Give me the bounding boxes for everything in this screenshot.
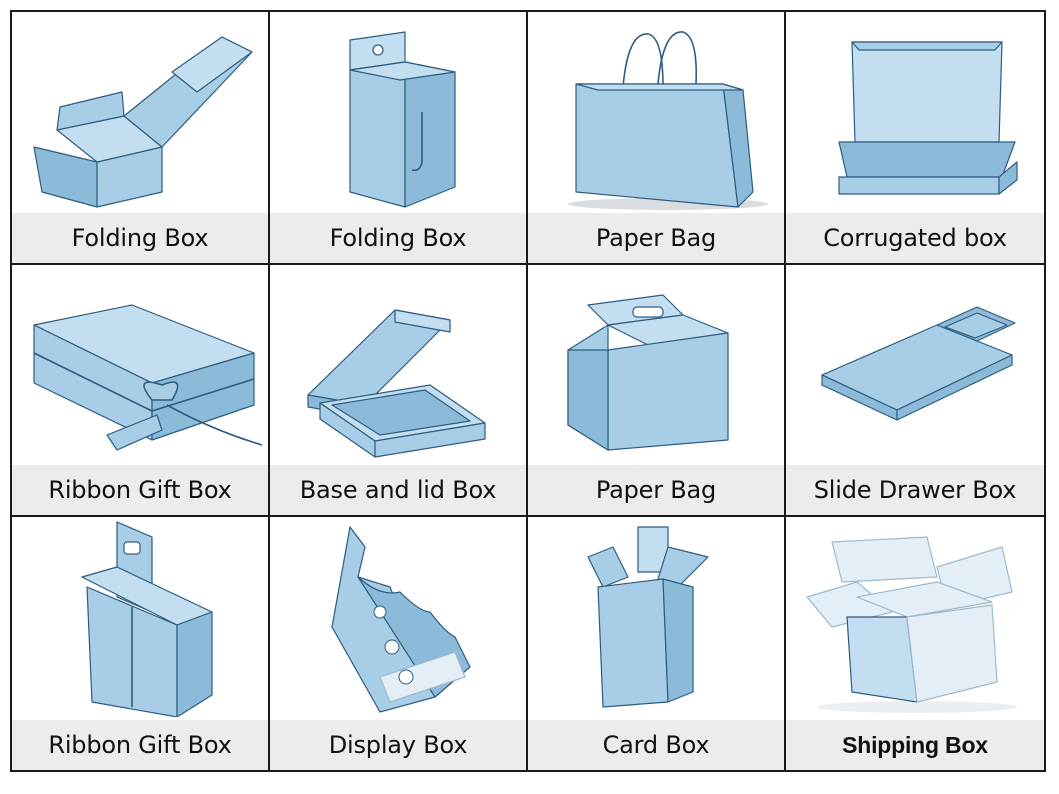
cell-card-box: Card Box <box>528 517 786 770</box>
item-label: Display Box <box>270 720 526 770</box>
packaging-grid: Folding Box Folding Box Paper Bag <box>10 10 1046 772</box>
item-label: Card Box <box>528 720 784 770</box>
cell-ribbon-gift-box-carrier: Ribbon Gift Box <box>12 517 270 770</box>
item-label: Paper Bag <box>528 465 784 516</box>
item-label: Slide Drawer Box <box>786 465 1044 516</box>
cell-folding-box-hanging: Folding Box <box>270 12 528 265</box>
bottle-carrier-box-icon <box>81 521 213 718</box>
cell-display-box: Display Box <box>270 517 528 770</box>
cell-shipping-box: Shipping Box <box>786 517 1044 770</box>
cell-slide-drawer-box: Slide Drawer Box <box>786 264 1044 518</box>
cell-paper-bag-carrier: Paper Bag <box>528 264 786 518</box>
slide-drawer-box-icon <box>821 306 1016 421</box>
cell-folding-box: Folding Box <box>12 12 270 265</box>
item-label: Ribbon Gift Box <box>12 465 268 516</box>
corrugated-mailer-box-icon <box>838 41 1018 195</box>
item-label: Base and lid Box <box>270 465 526 516</box>
shipping-box-icon <box>806 536 1017 714</box>
folding-box-open-icon <box>33 36 253 208</box>
base-and-lid-box-icon <box>307 309 486 458</box>
cell-base-and-lid-box: Base and lid Box <box>270 264 528 518</box>
item-label: Ribbon Gift Box <box>12 720 268 770</box>
item-label: Shipping Box <box>786 720 1044 770</box>
item-label: Folding Box <box>12 212 268 263</box>
cell-ribbon-gift-box: Ribbon Gift Box <box>12 264 270 518</box>
hanging-folding-box-icon <box>349 31 456 208</box>
cell-paper-bag: Paper Bag <box>528 12 786 265</box>
cell-corrugated-box: Corrugated box <box>786 12 1044 265</box>
ribbon-gift-box-icon <box>33 304 263 451</box>
paper-bag-icon <box>568 31 768 210</box>
item-label: Corrugated box <box>786 212 1044 263</box>
item-label: Paper Bag <box>528 212 784 263</box>
card-box-icon <box>587 526 709 708</box>
item-label: Folding Box <box>270 212 526 263</box>
display-box-icon <box>331 526 471 713</box>
handle-carrier-box-icon <box>567 294 729 451</box>
